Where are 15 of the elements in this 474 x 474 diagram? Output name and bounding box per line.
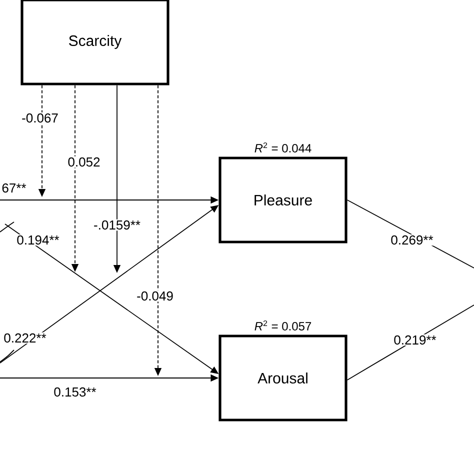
edge-label: 0.153** — [52, 386, 98, 398]
edge-label: 0.194** — [16, 234, 60, 246]
edge-label: -0.049 — [136, 290, 174, 302]
edge-label: 0.222** — [2, 332, 48, 344]
edge-label: 0.269** — [390, 234, 434, 246]
variable-box: Arousal — [218, 334, 348, 422]
edge-label: -.0159** — [92, 219, 142, 231]
variable-box: Scarcity — [20, 0, 170, 86]
edge-label: 67** — [0, 182, 28, 194]
edge-label: 0.219** — [392, 334, 438, 346]
edge-label: -0.067 — [20, 112, 60, 124]
edge-label: 0.052 — [66, 156, 102, 168]
r-squared-label: R$^{2}$ = 0.057 — [254, 320, 312, 330]
variable-box: Pleasure — [218, 156, 348, 244]
r-squared-label: R$^{2}$ = 0.044 — [254, 142, 312, 152]
